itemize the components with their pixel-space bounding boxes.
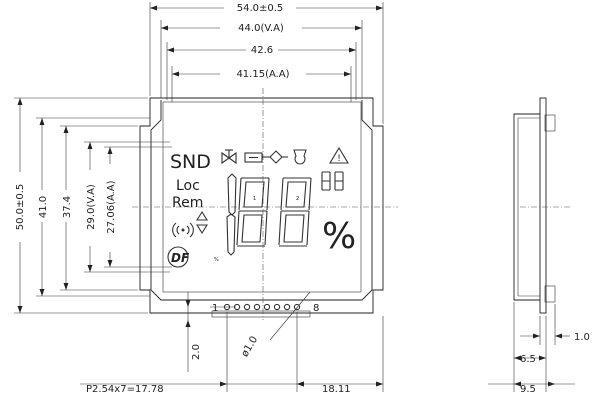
up-down-arrows-icon (196, 210, 208, 235)
remote-label: Rem (172, 195, 203, 211)
body-depth-label: 6.5 (520, 354, 536, 365)
brand-logo: DF (167, 246, 190, 268)
pin-pitch-label: P2.54x7=17.78 (86, 384, 164, 395)
battery-icon (244, 152, 263, 163)
digit-mark-1: 1 (253, 196, 256, 202)
outline-height-label: 41.0 (38, 196, 49, 218)
small-mark: % (214, 257, 219, 263)
logo-text: DF (171, 251, 190, 265)
front-view-outline (139, 97, 384, 318)
overall-width-label: 54.0±0.5 (237, 3, 284, 14)
sound-label: SND (170, 151, 211, 173)
pin-first-label: 1 (212, 303, 218, 314)
big-digit-2: 2 (278, 177, 312, 247)
local-label: Loc (176, 178, 200, 194)
tank-icon (293, 149, 307, 165)
digit-leading-one (226, 173, 237, 256)
pin-last-label: 8 (313, 303, 319, 314)
overall-height-label: 50.0±0.5 (15, 184, 26, 231)
warning-symbol: ! (337, 154, 341, 164)
valve-icon (221, 149, 237, 165)
pin-thickness-label: 1.0 (574, 332, 590, 343)
digit-mark-2: 2 (296, 196, 299, 202)
glass-height-label: 37.4 (62, 196, 73, 218)
big-digit-1: 1 (236, 177, 270, 247)
warning-icon: ! (329, 146, 349, 164)
wireless-icon (172, 222, 194, 238)
small-digits (321, 171, 344, 191)
actuator-icon (262, 150, 288, 164)
bottom-dimension-lines (80, 300, 384, 392)
total-depth-label: 9.5 (520, 384, 536, 395)
pin-row (187, 291, 311, 372)
pin-diameter-label: ø1.0 (240, 334, 261, 359)
percent-symbol: % (322, 216, 356, 257)
viewing-area-height-label: 29.0(V.A) (86, 184, 97, 230)
active-area-height-label: 27.06(A.A) (106, 180, 117, 233)
glass-width-label: 42.6 (251, 45, 273, 56)
viewing-area-width-label: 44.0(V.A) (238, 23, 284, 34)
pin-offset-label: 2.0 (191, 344, 202, 360)
top-dimension-lines (149, 2, 384, 124)
side-view (488, 97, 575, 392)
active-area-width-label: 41.15(A.A) (236, 69, 289, 80)
lcd-segments: SND Loc Rem ! (167, 146, 356, 268)
pin-edge-offset-label: 18.11 (322, 384, 351, 395)
center-lines (132, 88, 398, 320)
